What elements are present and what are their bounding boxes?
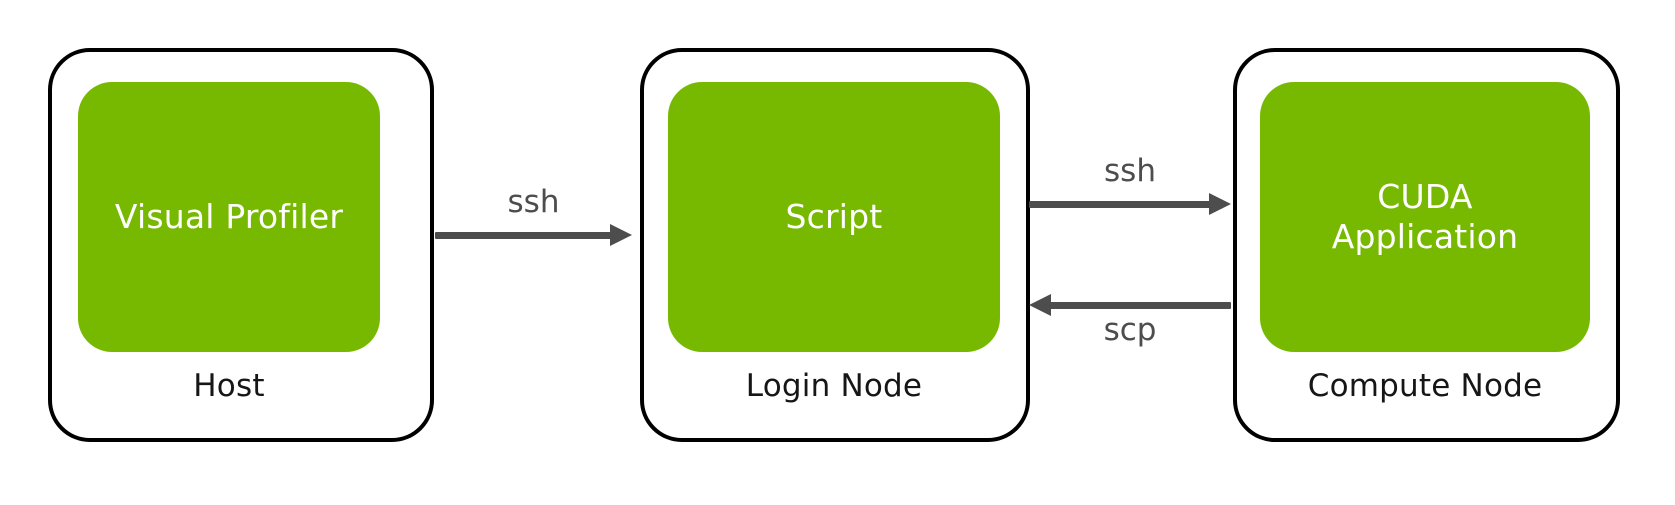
node-block-visual-profiler[interactable]: Visual Profiler	[78, 82, 380, 352]
arrow-line-login-to-compute	[1029, 201, 1211, 208]
arrow-label-ssh-login-to-compute: ssh	[1104, 153, 1156, 189]
node-block-label-script: Script	[785, 196, 883, 236]
node-block-cuda-application[interactable]: CUDA Application	[1260, 82, 1590, 352]
arrow-head-right-login-to-compute	[1209, 193, 1231, 215]
arrow-label-scp-compute-to-login: scp	[1103, 312, 1157, 348]
node-block-script[interactable]: Script	[668, 82, 1000, 352]
node-block-label-visual-profiler: Visual Profiler	[114, 196, 344, 236]
node-caption-host: Host	[193, 368, 265, 404]
arrow-label-ssh-host-to-login: ssh	[507, 184, 560, 220]
node-caption-login-node: Login Node	[745, 368, 923, 404]
arrow-head-right-host-to-login	[610, 224, 632, 246]
arrow-line-host-to-login	[435, 232, 612, 239]
node-caption-compute-node: Compute Node	[1307, 368, 1543, 404]
arrow-line-compute-to-login	[1049, 302, 1231, 309]
arrow-head-left-compute-to-login	[1029, 294, 1051, 316]
node-block-label-cuda-application: CUDA Application	[1331, 176, 1519, 256]
